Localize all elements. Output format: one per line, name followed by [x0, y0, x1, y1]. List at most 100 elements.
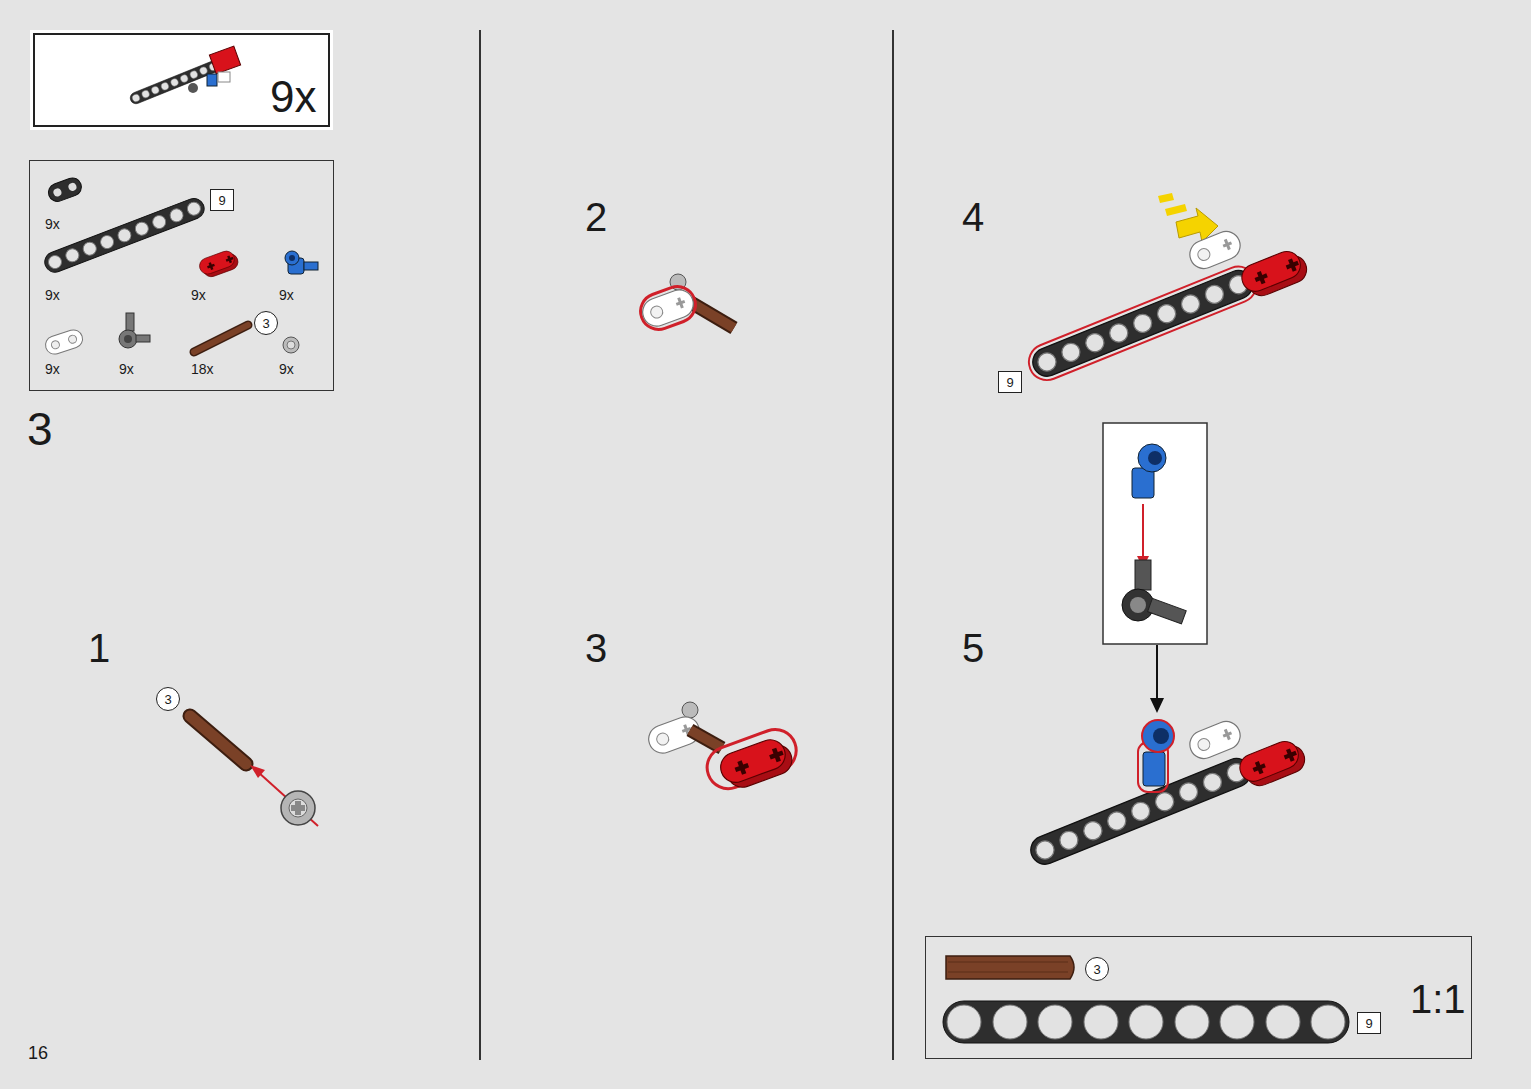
quantity-label: 9x — [270, 75, 316, 119]
step1-art — [289, 799, 307, 817]
part-count: 9x — [45, 288, 60, 302]
parts-list-art — [43, 328, 85, 357]
scale-label: 1:1 — [1410, 979, 1466, 1019]
length-box: 9 — [210, 189, 234, 211]
parts-list-art — [42, 175, 318, 356]
step2-art — [636, 282, 701, 335]
scale-reference-art — [993, 1005, 1027, 1039]
scale-reference-art — [1129, 1005, 1163, 1039]
step4-art — [1023, 261, 1261, 385]
preview-panel — [30, 30, 333, 130]
step2-art — [636, 274, 734, 334]
step-number: 3 — [585, 628, 607, 668]
callout-circle: 3 — [1085, 957, 1109, 981]
step5-art — [1138, 444, 1166, 472]
parts-list-art — [126, 313, 134, 331]
parts-list-art — [46, 175, 84, 204]
step3-art — [701, 724, 802, 795]
step3-art — [690, 730, 722, 748]
step3-art — [645, 702, 802, 795]
step2-art — [639, 286, 697, 330]
submodel-preview — [209, 46, 240, 74]
parts-list-art — [194, 325, 248, 352]
parts-list-art — [285, 251, 299, 265]
step-number: 5 — [962, 628, 984, 668]
parts-list-art — [197, 248, 240, 280]
step-number: 3 — [27, 406, 53, 452]
parts-list-art — [283, 337, 299, 353]
scale-reference-art — [948, 972, 1068, 973]
part-count: 9x — [191, 288, 206, 302]
parts-list-art — [46, 175, 84, 204]
submodel-preview — [188, 83, 198, 93]
parts-list-art — [67, 182, 77, 192]
step3-art — [682, 702, 698, 718]
page-number: 16 — [28, 1044, 48, 1062]
step4-art — [1165, 204, 1187, 216]
scale-reference-art — [1084, 1005, 1118, 1039]
callout-number: 3 — [262, 317, 269, 330]
step5-art — [1132, 468, 1154, 498]
length-box: 9 — [998, 371, 1022, 393]
scale-reference-art — [943, 1001, 1349, 1043]
parts-list-art — [304, 262, 318, 270]
parts-list-art — [52, 187, 62, 197]
preview-panel — [30, 30, 333, 130]
step-number: 2 — [585, 197, 607, 237]
scale-reference-art — [947, 1005, 981, 1039]
scale-reference-art — [1266, 1005, 1300, 1039]
step3-art — [690, 730, 722, 748]
step5-art — [1103, 423, 1207, 644]
parts-list-art — [68, 334, 78, 344]
step4-art — [1029, 266, 1257, 380]
parts-list-art — [289, 255, 295, 261]
length-number: 9 — [218, 194, 225, 207]
parts-list-art — [50, 340, 60, 350]
step5-art — [1186, 717, 1245, 762]
length-number: 9 — [1006, 376, 1013, 389]
parts-list-art — [136, 335, 150, 342]
step1-art — [291, 801, 305, 815]
length-box: 9 — [1357, 1012, 1381, 1034]
part-count: 9x — [279, 288, 294, 302]
submodel-count-box: 9x — [33, 33, 330, 127]
scale-reference-art — [946, 956, 1074, 979]
scale-reference-art — [1175, 1005, 1209, 1039]
scale-box: 1:1 3 9 — [925, 936, 1472, 1059]
callout-number: 3 — [1093, 963, 1100, 976]
parts-list-art — [124, 335, 132, 343]
part-count: 18x — [191, 362, 214, 376]
callout-circle: 3 — [156, 687, 180, 711]
step-number: 4 — [962, 197, 984, 237]
scale-reference-art — [1311, 1005, 1345, 1039]
step5-art — [1153, 728, 1169, 744]
divider-line — [480, 30, 893, 1060]
parts-list-art — [285, 251, 318, 274]
step5-art — [1156, 645, 1158, 702]
callout-circle: 3 — [254, 311, 278, 335]
parts-list-art — [43, 328, 85, 357]
step5-art — [1130, 597, 1146, 613]
step5-art — [1236, 736, 1309, 792]
step5-art — [1150, 698, 1164, 713]
parts-list-art — [119, 313, 150, 348]
parts-list-art — [119, 330, 137, 348]
step1-art — [281, 791, 315, 825]
step-number: 1 — [88, 628, 110, 668]
step5-art — [1027, 423, 1309, 868]
step4-art — [1158, 193, 1174, 203]
callout-number: 3 — [164, 693, 171, 706]
step1-art — [258, 772, 318, 826]
step5-art — [1135, 560, 1151, 590]
part-count: 9x — [45, 362, 60, 376]
step1-art — [250, 765, 265, 778]
step5-art — [1143, 752, 1165, 786]
divider-line — [892, 30, 894, 1060]
scale-reference-art — [943, 956, 1349, 1043]
part-count: 9x — [279, 362, 294, 376]
step1-art — [190, 716, 246, 764]
scale-reference-art — [1220, 1005, 1254, 1039]
